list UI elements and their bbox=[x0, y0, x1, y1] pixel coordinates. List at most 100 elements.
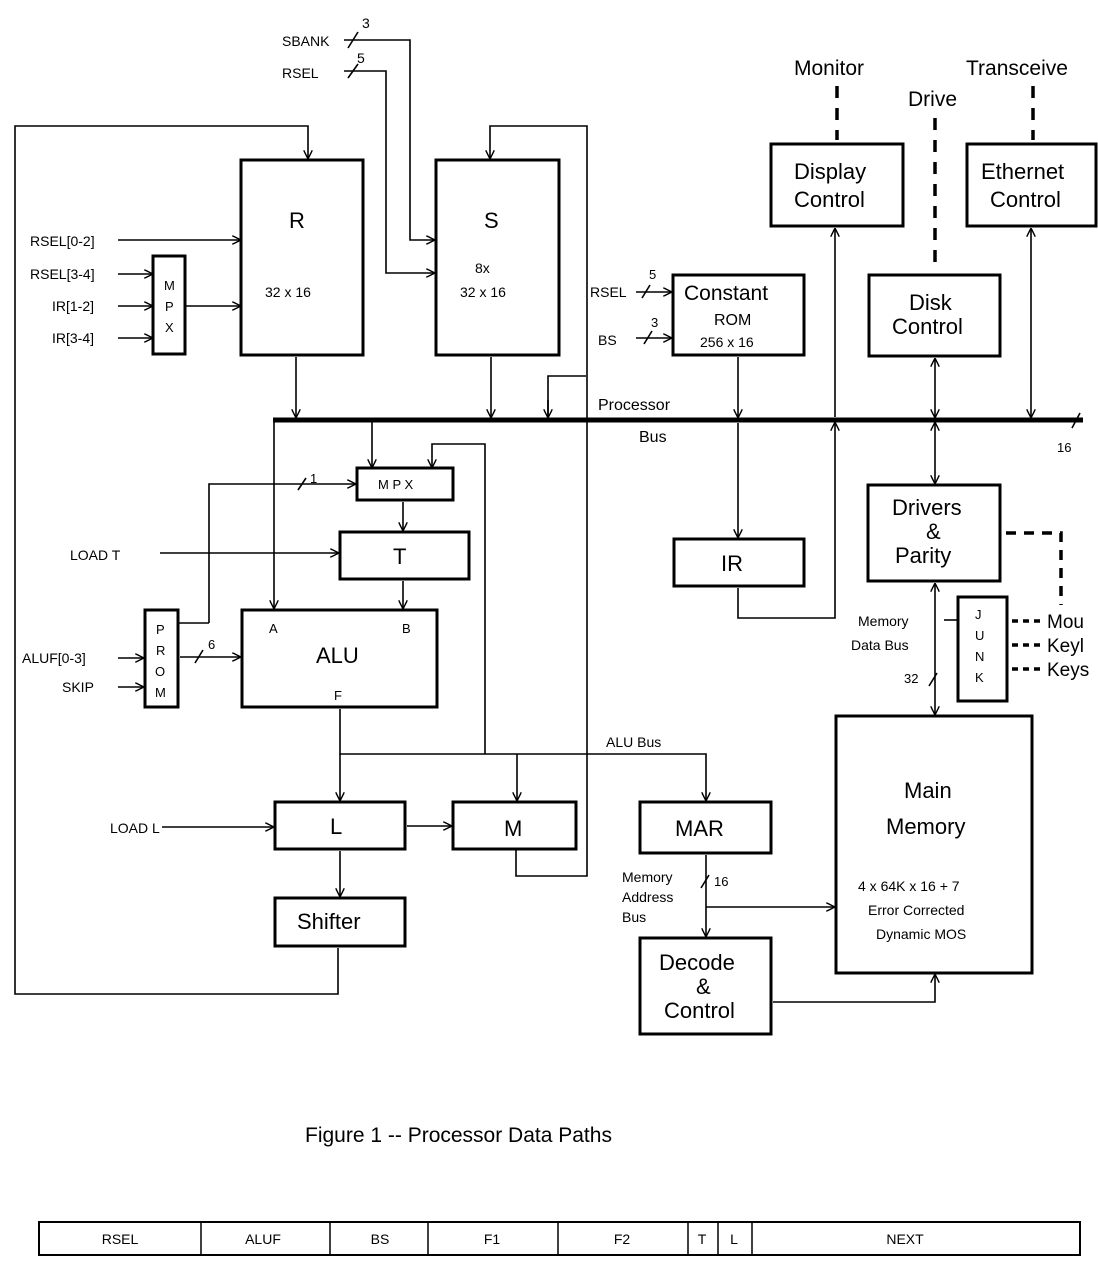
alu-label: ALU bbox=[316, 643, 359, 668]
prom-m: M bbox=[155, 685, 166, 700]
display-control bbox=[769, 142, 905, 228]
constant-rom bbox=[671, 273, 806, 357]
shifter-label: Shifter bbox=[297, 909, 361, 934]
transceiver-label: Transceive bbox=[966, 57, 1068, 80]
decode-label-1: Decode bbox=[659, 950, 735, 975]
ir-register bbox=[672, 537, 806, 588]
processor-bus-label-2: Bus bbox=[639, 429, 667, 446]
junk-j: J bbox=[975, 607, 982, 622]
shifter bbox=[273, 896, 407, 948]
alu-b: B bbox=[402, 621, 411, 636]
alu-bus-label: ALU Bus bbox=[606, 734, 661, 750]
ir-3-4-label: IR[3-4] bbox=[52, 330, 94, 346]
bs-label: BS bbox=[598, 332, 617, 348]
field-f1: F1 bbox=[484, 1231, 501, 1247]
s-name: S bbox=[484, 208, 499, 233]
memory-data-bus-2: Data Bus bbox=[851, 637, 909, 653]
rsel-0-2-label: RSEL[0-2] bbox=[30, 233, 95, 249]
t-label: T bbox=[393, 544, 406, 569]
l-register bbox=[273, 800, 407, 851]
decode-label-2: & bbox=[696, 974, 711, 999]
alu-a: A bbox=[269, 621, 278, 636]
prom-o: O bbox=[155, 664, 165, 679]
field-rsel: RSEL bbox=[102, 1231, 139, 1247]
s-size: 32 x 16 bbox=[460, 284, 506, 300]
ethernet-label-1: Ethernet bbox=[981, 159, 1064, 184]
mpx-t-select bbox=[355, 466, 455, 502]
skip-label: SKIP bbox=[62, 679, 94, 695]
main-memory-spec-3: Dynamic MOS bbox=[876, 926, 966, 942]
disk-control bbox=[867, 273, 1002, 358]
rsel-3-4-label: RSEL[3-4] bbox=[30, 266, 95, 282]
prom-r: R bbox=[156, 643, 165, 658]
r-register-file bbox=[239, 158, 365, 357]
mouse-label: Mou bbox=[1047, 612, 1084, 633]
const-size: 256 x 16 bbox=[700, 334, 754, 350]
sbank-width: 3 bbox=[362, 15, 370, 31]
prom-width: 6 bbox=[208, 637, 215, 652]
load-l-label: LOAD L bbox=[110, 820, 160, 836]
disk-label-2: Control bbox=[892, 314, 963, 339]
rsel-top-label: RSEL bbox=[282, 65, 319, 81]
field-t: T bbox=[698, 1231, 707, 1247]
r-name: R bbox=[289, 208, 305, 233]
m-register bbox=[451, 800, 578, 851]
alu bbox=[240, 608, 439, 709]
main-memory-spec-2: Error Corrected bbox=[868, 902, 964, 918]
main-memory-spec-1: 4 x 64K x 16 + 7 bbox=[858, 878, 960, 894]
junk-n: N bbox=[975, 649, 984, 664]
mpx-left-m: M bbox=[164, 278, 175, 293]
junk-u: U bbox=[975, 628, 984, 643]
keyset-label: Keys bbox=[1047, 660, 1089, 681]
alu-prom bbox=[143, 608, 180, 709]
field-l: L bbox=[730, 1231, 738, 1247]
field-f2: F2 bbox=[614, 1231, 631, 1247]
drivers-parity bbox=[866, 483, 1002, 583]
display-label-1: Display bbox=[794, 159, 866, 184]
m-label: M bbox=[504, 816, 522, 841]
const-sub: ROM bbox=[714, 312, 751, 329]
r-size: 32 x 16 bbox=[265, 284, 311, 300]
microinstruction-format: RSEL ALUF BS F1 F2 T L NEXT bbox=[38, 1221, 1081, 1256]
memory-address-bus-2: Address bbox=[622, 889, 673, 905]
const-title: Constant bbox=[684, 282, 768, 305]
display-label-2: Control bbox=[794, 187, 865, 212]
drivers-label-2: & bbox=[926, 519, 941, 544]
mpx-r-select bbox=[151, 254, 187, 356]
figure-caption: Figure 1 -- Processor Data Paths bbox=[305, 1124, 612, 1147]
processor-bus-width: 16 bbox=[1057, 440, 1071, 455]
load-t-label: LOAD T bbox=[70, 547, 121, 563]
prom-p: P bbox=[156, 622, 165, 637]
field-next: NEXT bbox=[886, 1231, 924, 1247]
memory-address-bus-3: Bus bbox=[622, 909, 646, 925]
decode-label-3: Control bbox=[664, 998, 735, 1023]
disk-label-1: Disk bbox=[909, 290, 953, 315]
junk-k: K bbox=[975, 670, 984, 685]
bs-width: 3 bbox=[651, 315, 658, 330]
drivers-label-1: Drivers bbox=[892, 495, 962, 520]
mpx-left-x: X bbox=[165, 320, 174, 335]
rsel-const-width: 5 bbox=[649, 267, 656, 282]
memory-data-bus-1: Memory bbox=[858, 613, 909, 629]
drive-label: Drive bbox=[908, 88, 957, 111]
decode-control bbox=[638, 936, 773, 1036]
rsel-top-width: 5 bbox=[357, 50, 365, 66]
mpx-left-p: P bbox=[165, 299, 174, 314]
field-bs: BS bbox=[371, 1231, 390, 1247]
s-mult: 8x bbox=[475, 260, 490, 276]
mar-register bbox=[638, 800, 773, 855]
keyboard-label: Keyl bbox=[1047, 636, 1084, 657]
drivers-label-3: Parity bbox=[895, 543, 951, 568]
field-aluf: ALUF bbox=[245, 1231, 281, 1247]
alu-f: F bbox=[334, 688, 342, 703]
main-memory-1: Main bbox=[904, 778, 952, 803]
t-register bbox=[338, 530, 471, 581]
rsel-const-label: RSEL bbox=[590, 284, 627, 300]
mpx-t-width: 1 bbox=[310, 471, 317, 486]
junk-io bbox=[956, 595, 1009, 703]
l-label: L bbox=[330, 814, 342, 839]
main-memory bbox=[834, 714, 1034, 975]
processor-bus-label-1: Processor bbox=[598, 397, 671, 414]
ir-1-2-label: IR[1-2] bbox=[52, 298, 94, 314]
